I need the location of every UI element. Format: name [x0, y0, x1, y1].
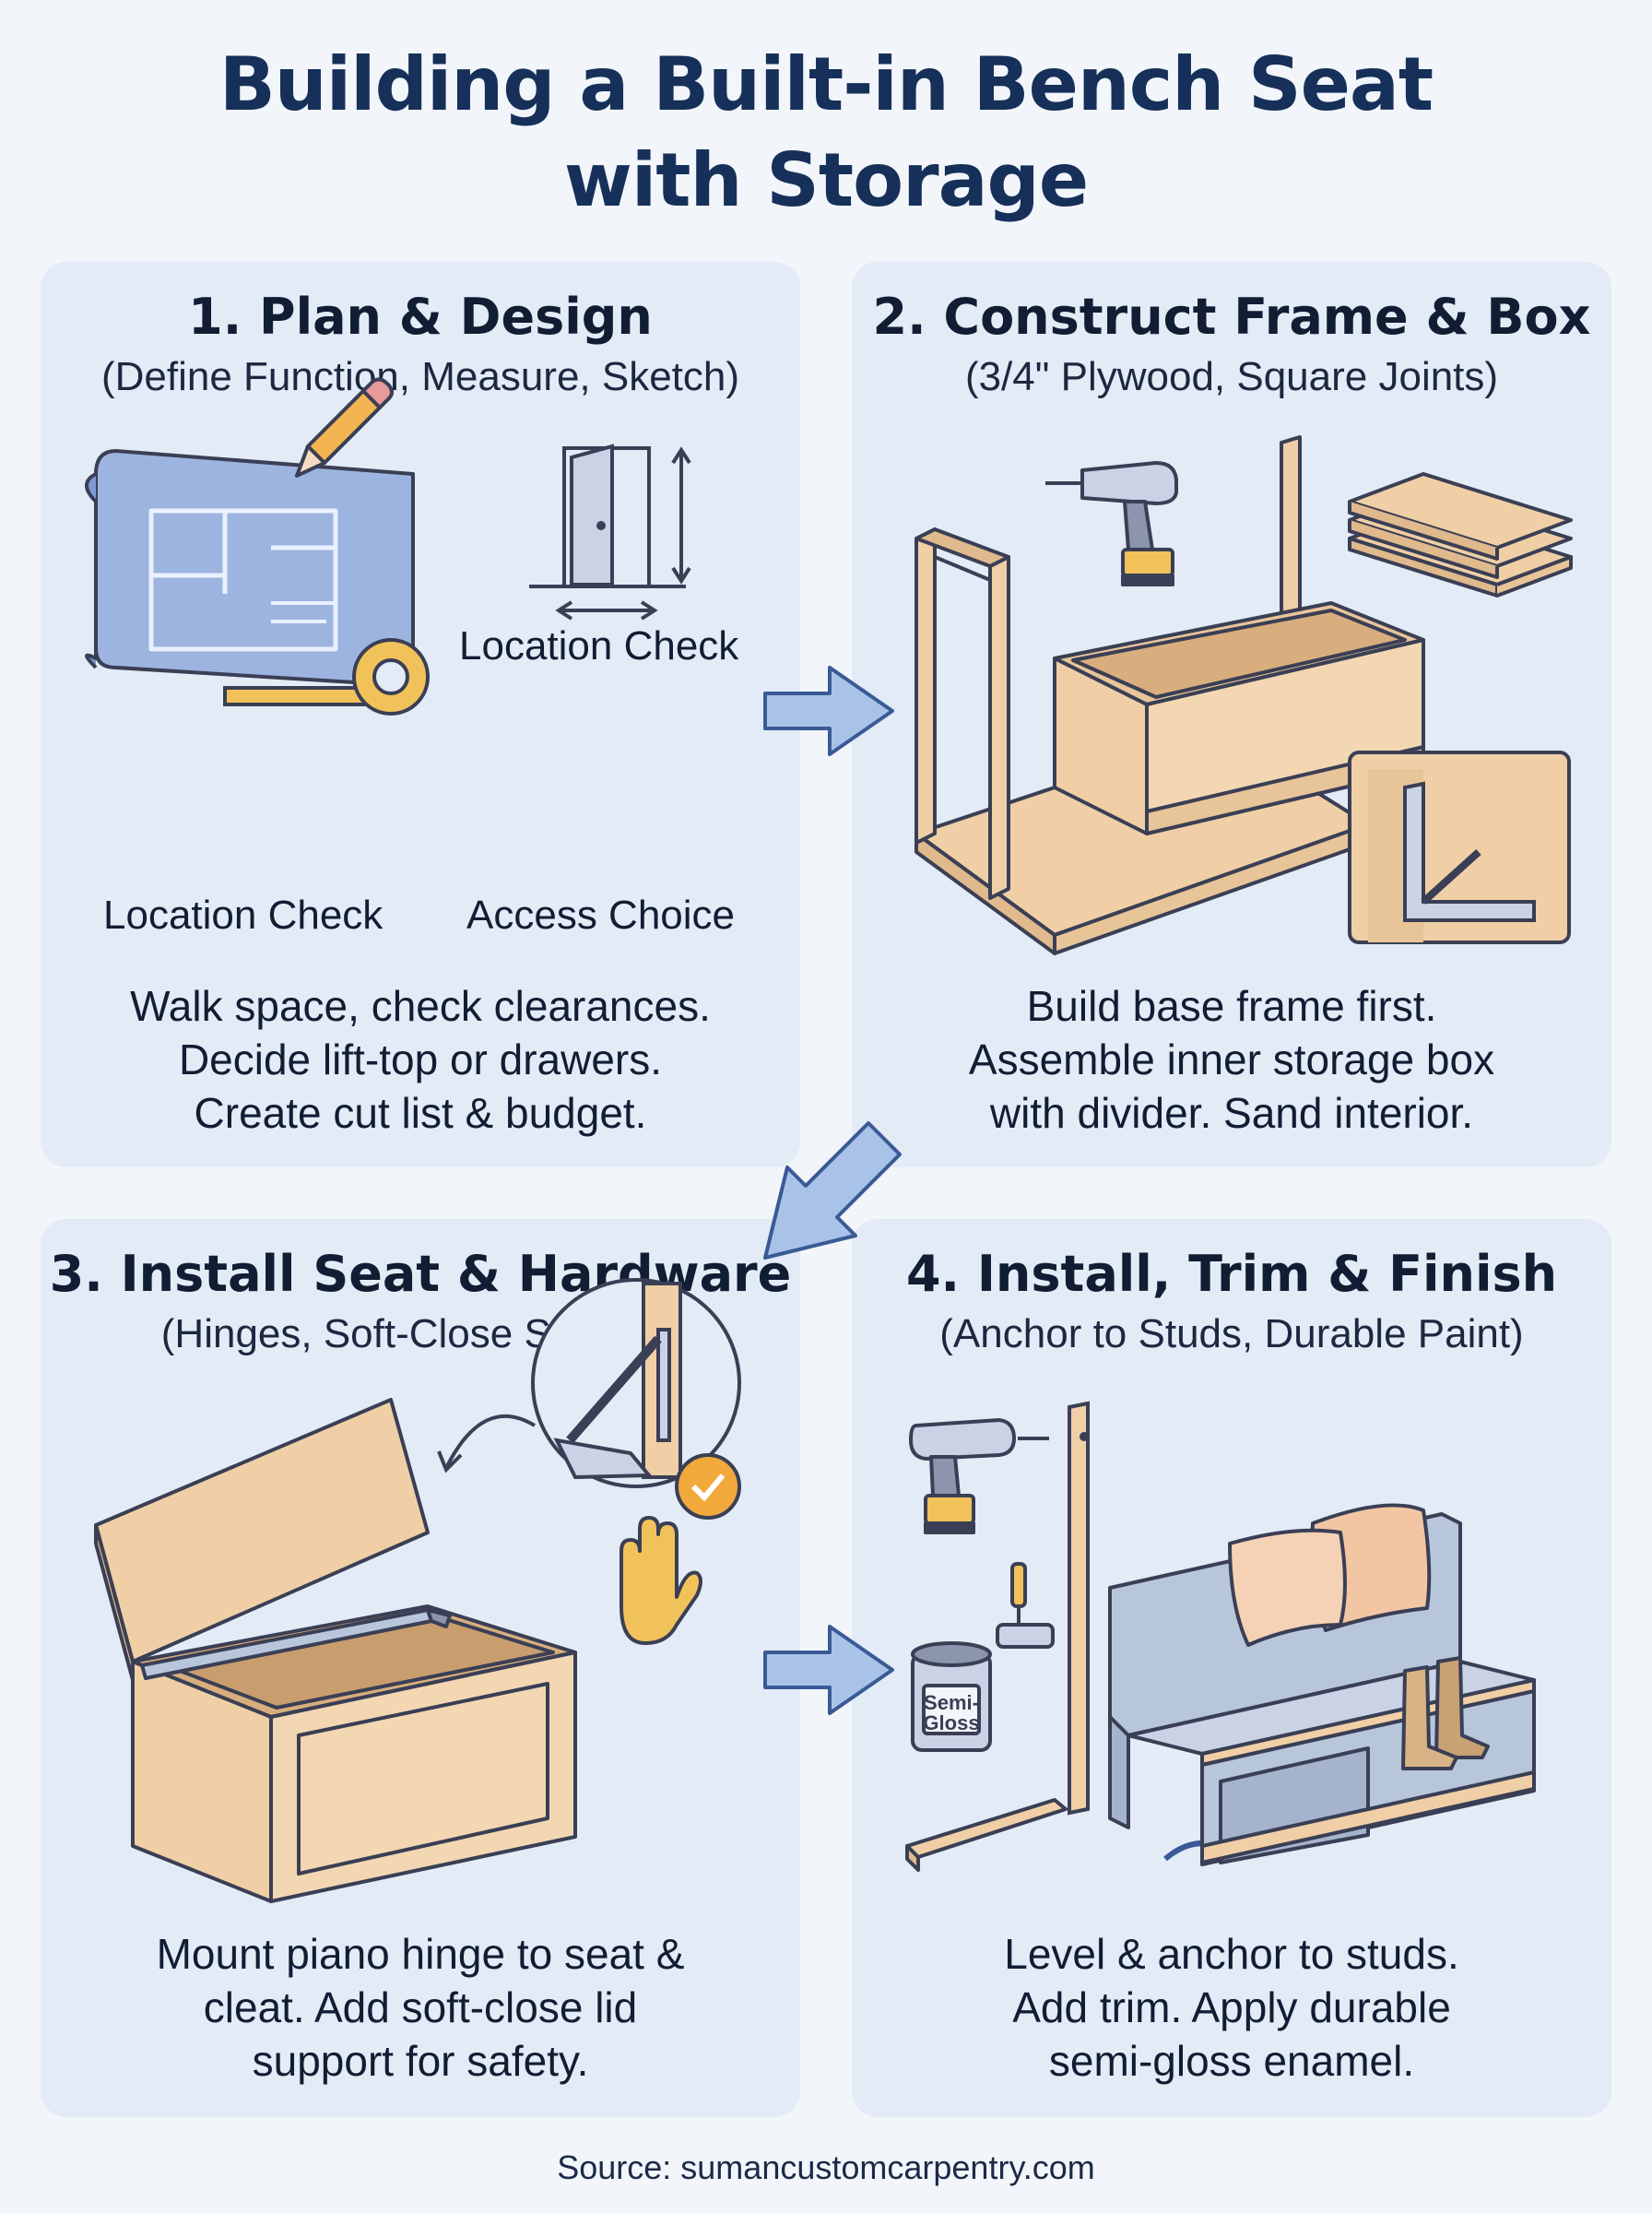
door-location-icon [529, 444, 691, 621]
panel-construct-frame: 2. Construct Frame & Box (3/4" Plywood, … [852, 262, 1611, 1167]
panel-2-body-line: Build base frame first. [1026, 982, 1437, 1030]
panel-2-heading: 2. Construct Frame & Box [872, 288, 1591, 346]
panel-1-body-line: Create cut list & budget. [194, 1089, 647, 1137]
panel-3-body: Mount piano hinge to seat & cleat. Add s… [59, 1927, 782, 2088]
label-access-choice: Access Choice [466, 893, 736, 938]
wall-stud-icon [1068, 1401, 1090, 1816]
page-title: Building a Built-in Bench Seat with Stor… [0, 37, 1652, 229]
can-label-line-1: Semi- [924, 1691, 979, 1714]
paint-can-icon [911, 1641, 992, 1752]
drill-icon [909, 1418, 1049, 1534]
boots-icon [1401, 1656, 1490, 1770]
arrow-down-left [763, 1121, 902, 1260]
lift-lid-icon [94, 1398, 430, 1682]
title-line-2: with Storage [563, 137, 1089, 223]
drill-icon [1045, 461, 1178, 586]
panel-1-body: Walk space, check clearances. Decide lif… [59, 979, 782, 1140]
panel-2-body-line: with divider. Sand interior. [989, 1089, 1474, 1137]
hand-icon [620, 1516, 702, 1645]
panel-4-subheading: (Anchor to Studs, Durable Paint) [939, 1311, 1524, 1356]
panel-install-trim: 4. Install, Trim & Finish (Anchor to Stu… [852, 1219, 1611, 2117]
callout-arrow [444, 1414, 537, 1469]
panel-4-heading: 4. Install, Trim & Finish [905, 1245, 1558, 1303]
paint-roller-icon [996, 1562, 1055, 1649]
panel-2-body: Build base frame first. Assemble inner s… [870, 979, 1593, 1140]
title-line-1: Building a Built-in Bench Seat [218, 41, 1434, 127]
can-label-line-2: Gloss [923, 1711, 979, 1734]
panel-4-body-line: Level & anchor to studs. [1004, 1930, 1459, 1978]
tape-measure-icon [223, 638, 430, 716]
panel-1-body-line: Decide lift-top or drawers. [178, 1035, 663, 1083]
pillows-icon [1228, 1503, 1432, 1647]
trim-piece-icon [905, 1798, 1068, 1872]
square-joint-inset [1348, 751, 1571, 944]
panel-1-subheading: (Define Function, Measure, Sketch) [100, 354, 740, 399]
arrow-right-1 [763, 666, 894, 756]
panel-3-body-line: Mount piano hinge to seat & [156, 1930, 685, 1978]
label-location-check-1: Location Check [459, 623, 739, 669]
panel-1-heading: 1. Plan & Design [188, 288, 653, 346]
storage-chest-icon [131, 1604, 577, 1903]
frame-illustration [914, 435, 1573, 955]
panel-2-body-line: Assemble inner storage box [968, 1035, 1495, 1083]
arrow-right-2 [763, 1625, 894, 1715]
finish-illustration: Semi- Gloss [905, 1401, 1536, 1872]
label-location-check-2: Location Check [103, 893, 384, 938]
source-credit: Source: sumancustomcarpentry.com [557, 2148, 1095, 2186]
soft-close-support-inset [531, 1278, 741, 1520]
panel-install-seat: 3. Install Seat & Hardware (Hinges, Soft… [41, 1219, 800, 2117]
panel-plan-design: 1. Plan & Design (Define Function, Measu… [41, 262, 800, 1167]
pencil-icon [295, 377, 394, 478]
blueprint-icon [85, 449, 415, 688]
plan-illustration [85, 377, 691, 716]
seat-hardware-illustration [94, 1278, 741, 1903]
panel-2-subheading: (3/4" Plywood, Square Joints) [964, 354, 1499, 399]
plywood-stack-icon [1348, 472, 1573, 598]
panel-4-body: Level & anchor to studs. Add trim. Apply… [870, 1927, 1593, 2088]
panel-4-body-line: Add trim. Apply durable [1012, 1983, 1451, 2031]
panel-3-body-line: cleat. Add soft-close lid [203, 1983, 638, 2031]
panel-1-body-line: Walk space, check clearances. [130, 982, 711, 1030]
panel-4-body-line: semi-gloss enamel. [1048, 2037, 1415, 2085]
panel-3-body-line: support for safety. [252, 2037, 589, 2085]
